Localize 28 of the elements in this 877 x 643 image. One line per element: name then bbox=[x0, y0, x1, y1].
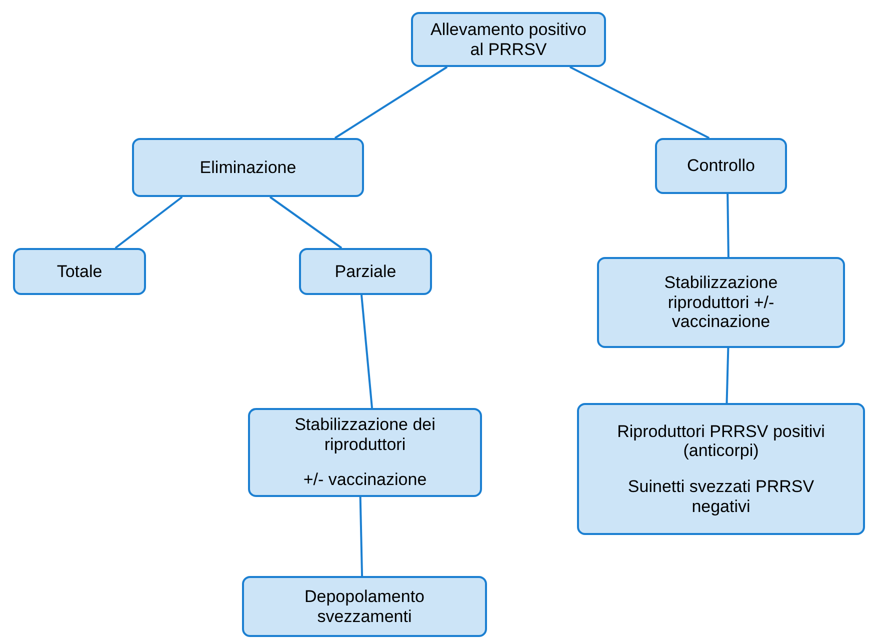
box-text: Riproduttori PRRSV positivi (anticorpi) bbox=[616, 422, 826, 461]
process-box bbox=[13, 248, 146, 295]
connector-line bbox=[359, 496, 364, 576]
process-box bbox=[299, 248, 432, 295]
box-text: Parziale bbox=[334, 262, 396, 282]
process-box bbox=[655, 138, 787, 194]
box-text: Eliminazione bbox=[200, 158, 296, 178]
connector-line bbox=[334, 66, 448, 139]
connector-line bbox=[360, 294, 374, 408]
connector-line bbox=[269, 196, 342, 249]
box-text: Depopolamento svezzamenti bbox=[303, 586, 426, 626]
process-box bbox=[577, 403, 865, 535]
box-text: Stabilizzazione riproduttori +/- vaccinazione bbox=[663, 273, 779, 332]
box-text: +/- vaccinazione bbox=[303, 470, 427, 490]
connector-line bbox=[726, 194, 730, 258]
box-text: Stabilizzazione dei riproduttori bbox=[294, 415, 436, 454]
process-box bbox=[597, 257, 845, 348]
connector-line bbox=[114, 196, 183, 249]
box-text: Allevamento positivo al PRRSV bbox=[430, 20, 588, 60]
process-box bbox=[248, 408, 482, 497]
box-text: Totale bbox=[56, 262, 102, 282]
connector-line bbox=[726, 348, 730, 404]
box-text: Suinetti svezzati PRRSV negativi bbox=[626, 477, 816, 516]
process-box bbox=[132, 138, 364, 197]
process-box bbox=[411, 12, 606, 67]
process-box bbox=[242, 576, 487, 637]
connector-line bbox=[569, 66, 710, 139]
box-text: Controllo bbox=[686, 156, 756, 176]
